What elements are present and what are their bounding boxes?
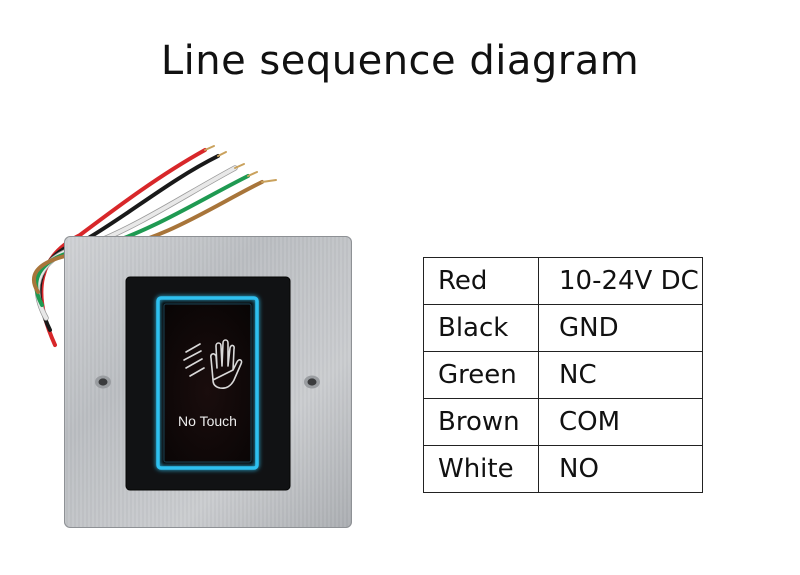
wire-function-cell: NO	[538, 445, 703, 493]
wire-color-cell: Green	[423, 351, 539, 399]
wire-tip	[247, 171, 258, 177]
wire-color-cell: Red	[423, 257, 539, 305]
wire-tip	[204, 145, 215, 151]
wire-tip	[261, 179, 277, 183]
button-label: No Touch	[178, 413, 237, 429]
wire-tip	[234, 163, 245, 169]
wire-function-cell: 10-24V DC	[538, 257, 703, 305]
screw-hole-right	[304, 375, 320, 389]
hand-wave-icon	[183, 339, 243, 389]
screw-hole-left	[95, 375, 111, 389]
wire-color-cell: White	[423, 445, 539, 493]
wire-color-cell: Black	[423, 304, 539, 352]
wire-function-cell: COM	[538, 398, 703, 446]
wire-function-cell: GND	[538, 304, 703, 352]
touchless-exit-button: No Touch	[31, 145, 352, 528]
touch-sensor-area[interactable]: No Touch	[156, 296, 259, 470]
page-title: Line sequence diagram	[160, 38, 640, 84]
wire-function-cell: NC	[538, 351, 703, 399]
wire-tip	[217, 151, 227, 157]
wire-color-cell: Brown	[423, 398, 539, 446]
